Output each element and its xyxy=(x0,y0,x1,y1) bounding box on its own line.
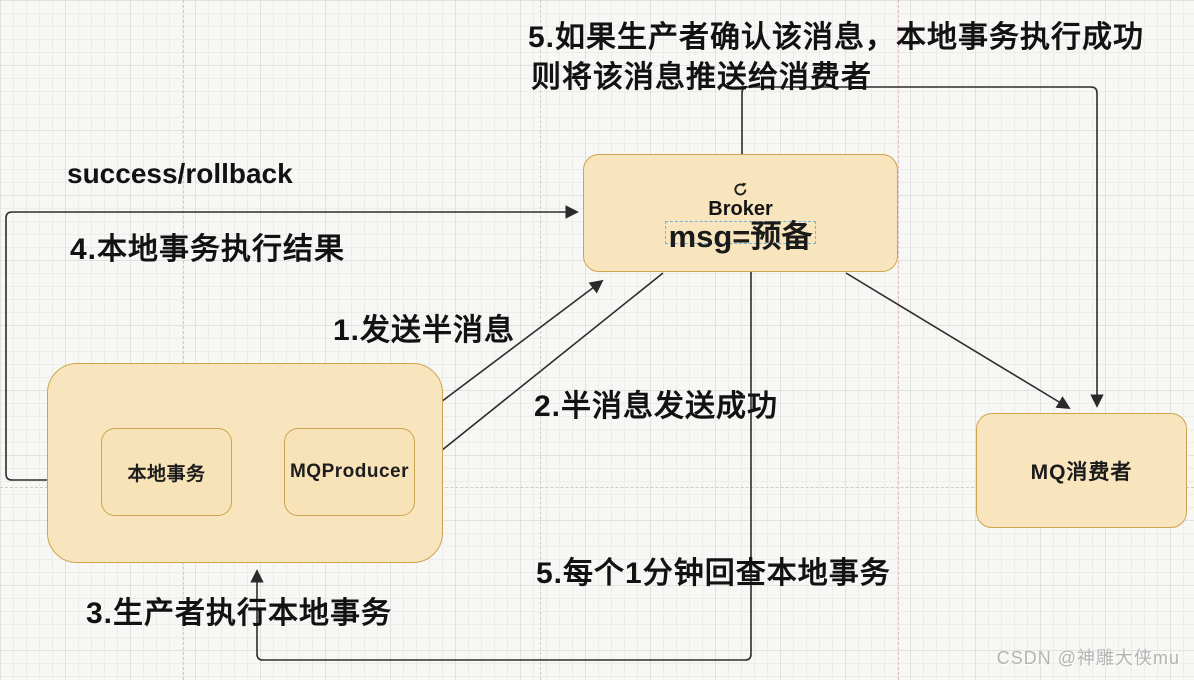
local-transaction-label: 本地事务 xyxy=(127,463,206,485)
edge-local-tx-result xyxy=(5,205,579,481)
mq-consumer-label: MQ消费者 xyxy=(1030,460,1133,484)
annotation-step3: 3.生产者执行本地事务 xyxy=(86,597,393,630)
page-guide-horizontal xyxy=(0,487,1194,488)
annotation-step1: 1.发送半消息 xyxy=(333,314,516,347)
refresh-icon xyxy=(734,182,747,196)
annotation-step5-line1: 5.如果生产者确认该消息，本地事务执行成功 xyxy=(528,21,1145,54)
mq-producer-label: MQProducer xyxy=(289,461,410,482)
annotation-success-rollback: success/rollback xyxy=(67,158,293,189)
page-guide-vertical xyxy=(898,0,899,680)
annotation-step2: 2.半消息发送成功 xyxy=(534,390,779,423)
local-transaction-node: 本地事务 xyxy=(101,428,232,516)
edge-push-to-consumer xyxy=(845,272,1071,409)
edge-confirm-push-loop xyxy=(741,86,1104,408)
annotation-step5-line2: 则将该消息推送给消费者 xyxy=(531,61,872,94)
page-guide-vertical xyxy=(183,0,184,680)
edge-half-message-ok xyxy=(419,272,664,469)
broker-msg-wrap: msg=预备 xyxy=(664,219,817,254)
annotation-step5-check: 5.每个1分钟回查本地事务 xyxy=(536,557,891,590)
broker-msg-text: msg=预备 xyxy=(668,219,813,254)
producer-group-node: 本地事务 MQProducer xyxy=(47,363,443,563)
broker-node: Broker msg=预备 xyxy=(583,154,898,272)
mq-consumer-node: MQ消费者 xyxy=(976,413,1187,528)
broker-label: Broker xyxy=(708,198,773,220)
mq-producer-node: MQProducer xyxy=(284,428,415,516)
csdn-watermark: CSDN @神雕大侠mu xyxy=(996,648,1180,668)
edge-check-back-loop xyxy=(250,271,752,661)
annotation-step4: 4.本地事务执行结果 xyxy=(70,233,346,266)
